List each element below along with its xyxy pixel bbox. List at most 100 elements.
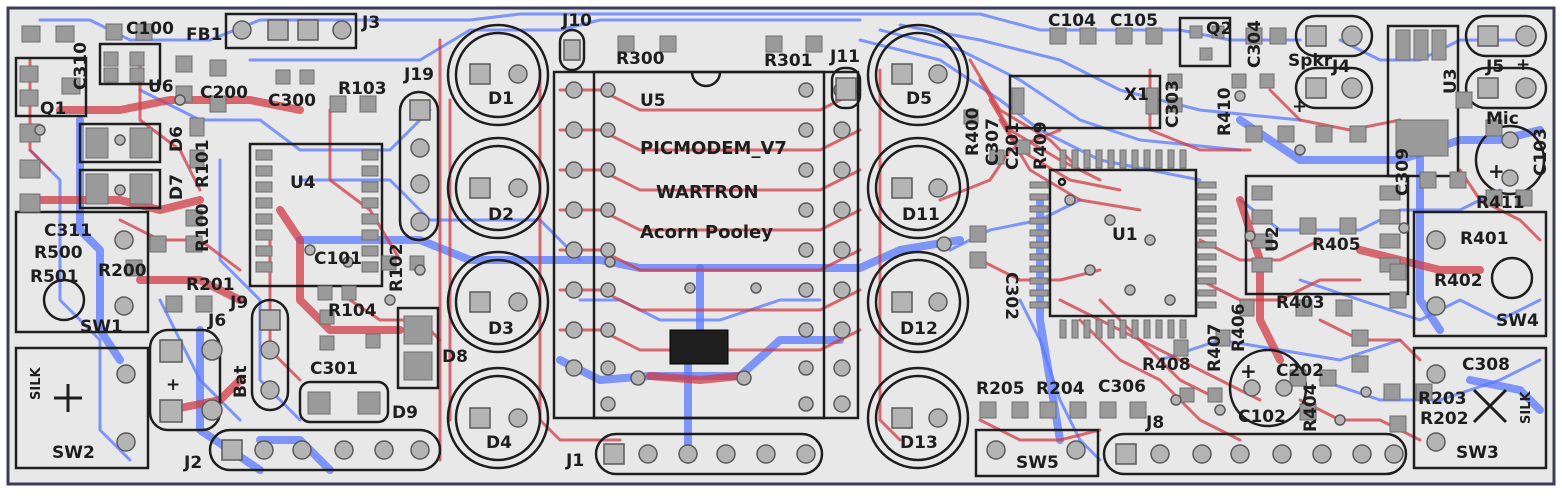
- switch-outline-sw2: [14, 346, 150, 470]
- label-j4: J4: [1331, 57, 1350, 77]
- label-j2: J2: [183, 453, 202, 473]
- through-hole-pads: [34, 19, 1537, 465]
- label-c201: C201: [1003, 122, 1023, 170]
- led-outline-d11: [866, 136, 970, 240]
- label-d13: D13: [900, 433, 938, 453]
- smd-pads: [19, 23, 1533, 433]
- header-outline-j19: [398, 90, 440, 242]
- label-d7: D7: [167, 174, 187, 200]
- board-title-line-1: PICMODEM_V7: [640, 138, 787, 159]
- label-c100: C100: [126, 19, 174, 39]
- led-outline-d5: [866, 23, 970, 127]
- label-r402: R402: [1434, 271, 1483, 291]
- label-c102-plus: +: [1240, 359, 1257, 383]
- label-r104: R104: [328, 301, 377, 321]
- label-c200: C200: [200, 83, 248, 103]
- board-title-line-3: Acorn Pooley: [640, 222, 773, 243]
- header-outline-j3: [224, 12, 358, 50]
- transistor-outline-q2: [1178, 16, 1232, 68]
- dip-notch-u5: [690, 71, 722, 88]
- label-d5: D5: [906, 89, 932, 109]
- label-q2: Q2: [1206, 19, 1232, 39]
- header-outline-j2: [208, 428, 442, 472]
- led-inner-d12: [874, 258, 962, 346]
- label-j5: J5: [1485, 57, 1504, 77]
- label-c310: C310: [71, 42, 91, 90]
- label-u5: U5: [640, 91, 666, 111]
- label-r500: R500: [34, 243, 83, 263]
- label-d12: D12: [900, 319, 938, 339]
- label-j9: J9: [229, 293, 248, 313]
- header-outline-j10: [558, 28, 586, 72]
- label-c101: C101: [314, 249, 362, 269]
- header-outline-j4: [1294, 66, 1374, 110]
- label-r201: R201: [186, 275, 235, 295]
- label-u6: U6: [148, 77, 174, 97]
- diode-outline-d6: [78, 122, 162, 164]
- label-j1: J1: [565, 451, 584, 471]
- capacitor-outline-c102: [1228, 348, 1308, 428]
- label-j19: J19: [403, 65, 434, 85]
- chip-outline-u6: [98, 42, 162, 86]
- board-title-line-2: WARTRON: [656, 182, 759, 203]
- label-d2: D2: [488, 205, 514, 225]
- switch-hole-sw1: [42, 278, 86, 322]
- label-u4: U4: [290, 173, 316, 193]
- label-d3: D3: [488, 319, 514, 339]
- label-u2: U2: [1263, 226, 1283, 252]
- header-outline-j9: [250, 298, 290, 412]
- label-d4: D4: [486, 433, 512, 453]
- label-r407: R407: [1205, 323, 1225, 372]
- switch-outline-sw5: [974, 428, 1100, 478]
- switch-outline-sw1: [14, 210, 150, 334]
- label-r200: R200: [98, 261, 147, 281]
- led-outline-d4: [446, 366, 550, 470]
- crystal-outline-x1: [1008, 74, 1162, 130]
- diode-outline-d9: [298, 380, 390, 424]
- top-copper-traces: [28, 38, 1542, 462]
- label-r205: R205: [976, 379, 1025, 399]
- label-c202: C202: [1276, 361, 1324, 381]
- dip-inner-u5: [592, 70, 826, 420]
- header-outline-j1: [594, 432, 824, 476]
- label-r411: R411: [1476, 193, 1525, 213]
- label-r501: R501: [30, 267, 79, 287]
- label-c307: C307: [983, 118, 1003, 166]
- dip-pins-u5: [565, 81, 851, 413]
- label-q1: Q1: [40, 99, 66, 119]
- label-r404: R404: [1301, 383, 1321, 432]
- header-outline-mic: [1464, 66, 1548, 110]
- label-r103: R103: [338, 79, 387, 99]
- led-inner-d1: [454, 31, 542, 119]
- label-j10: J10: [561, 11, 592, 31]
- label-d11: D11: [902, 205, 940, 225]
- label-j8: J8: [1145, 413, 1164, 433]
- label-c103: C103: [1531, 128, 1551, 176]
- label-j6: J6: [207, 311, 226, 331]
- header-outline-j11: [830, 66, 862, 110]
- header-outline-spkr: [1294, 14, 1374, 58]
- label-sw2: SW2: [52, 443, 95, 463]
- label-c304: C304: [1245, 20, 1265, 68]
- label-c308: C308: [1462, 355, 1510, 375]
- label-silk-left: SILK: [29, 367, 44, 400]
- led-inner-d2: [454, 144, 542, 232]
- label-c311: C311: [44, 221, 92, 241]
- switch-hole-sw4: [1490, 256, 1534, 300]
- label-r410-plus: +: [1292, 96, 1307, 117]
- pin1-mark-u1: [1057, 177, 1067, 187]
- label-d1: D1: [488, 89, 514, 109]
- label-c104: C104: [1048, 11, 1096, 31]
- led-inner-d3: [454, 258, 542, 346]
- label-r410: R410: [1215, 87, 1235, 136]
- plus-mark-sw2: [54, 384, 82, 412]
- transistor-outline-q1: [14, 56, 88, 118]
- label-bat: Bat: [231, 365, 251, 398]
- label-c302: C302: [1001, 272, 1021, 320]
- switch-outline-sw4: [1412, 210, 1548, 338]
- label-r202: R202: [1420, 409, 1469, 429]
- label-c301: C301: [310, 359, 358, 379]
- led-outline-d13: [866, 366, 970, 470]
